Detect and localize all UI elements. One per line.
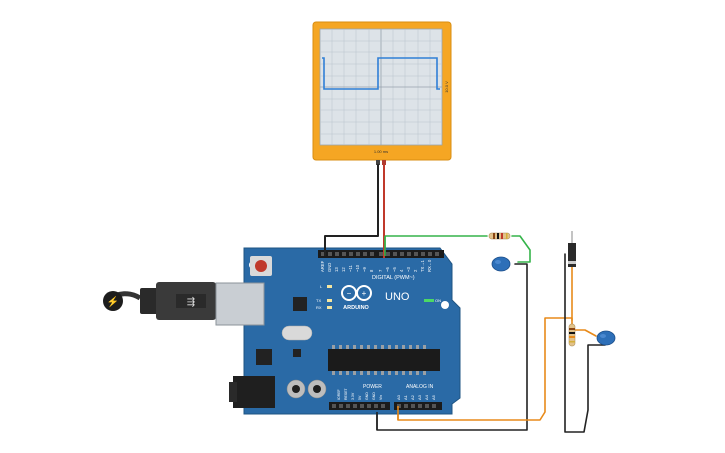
analog-header-label: ANALOG IN [406, 384, 434, 390]
wire-black-right-ground[interactable] [564, 253, 606, 433]
pin-label-vin: Vin [379, 395, 383, 400]
pin-label-11: ~11 [348, 265, 353, 272]
reset-button[interactable] [255, 260, 267, 272]
capacitor-2[interactable] [596, 330, 616, 346]
pin-label-8: 8 [369, 269, 374, 272]
pin-label-a5: A5 [431, 394, 436, 400]
time-per-div-label: 1.00 ms [374, 149, 388, 154]
power-plug-icon: ⚡ [107, 295, 119, 308]
on-led [424, 299, 434, 302]
pin-label-ioref: IOREF [337, 389, 341, 400]
wire-green-resistor-out[interactable] [511, 235, 531, 263]
led-label-rx: RX [316, 305, 322, 310]
minus-icon: − [347, 289, 352, 298]
oscilloscope[interactable]: 10.0 V 1.00 ms [312, 21, 452, 165]
usb-port [215, 282, 265, 326]
pin-label-a3: A3 [417, 394, 422, 400]
atmega-pins [332, 345, 426, 375]
power-jack [233, 376, 275, 408]
wire-endpoints [324, 165, 399, 430]
analog-pin-labels: A0 A1 A2 A3 A4 A5 [396, 394, 436, 400]
usb-cable[interactable]: ⚡ ⇶ [103, 282, 216, 320]
led-label-l: L [320, 284, 323, 289]
arduino-uno[interactable]: AREF GND 13 12 ~11 ~10 ~9 8 7 ~6 ~5 4 ~3… [215, 247, 461, 415]
pin-label-5v: 5V [358, 395, 362, 400]
pin-label-gnd1: GND [365, 392, 369, 400]
digital-header-pins [321, 252, 439, 256]
pin-label-9: ~9 [362, 267, 367, 272]
volts-per-div-label: 10.0 V [444, 81, 449, 93]
pin-label-tx1: TX→1 [420, 259, 425, 272]
pin-label-4: 4 [399, 269, 404, 272]
pin-label-6: ~6 [385, 267, 390, 272]
power-header-pins [332, 404, 385, 408]
pin-label-a1: A1 [403, 394, 408, 400]
pin-label-12: 12 [341, 267, 346, 272]
pin-label-gnd2: GND [372, 392, 376, 400]
power-pin-labels: IOREF RESET 3.3V 5V GND GND Vin [337, 387, 383, 400]
pin-label-3: ~3 [406, 267, 411, 272]
pin-label-a0: A0 [396, 394, 401, 400]
pin-label-rx0: RX←0 [427, 259, 432, 272]
analog-header-pins [397, 404, 436, 408]
mount-hole [441, 301, 449, 309]
pin-label-aref: AREF [320, 260, 325, 272]
diode[interactable] [568, 231, 576, 267]
voltage-regulator [256, 349, 272, 365]
resistor-2[interactable] [568, 323, 576, 347]
arduino-logo: − + ARDUINO [341, 285, 372, 311]
scope-probe-positive[interactable] [382, 160, 386, 165]
digital-header-label: DIGITAL (PWM~) [372, 275, 415, 281]
pin-label-5: ~5 [392, 267, 397, 272]
power-header-label: POWER [363, 384, 382, 390]
pin-label-3v3: 3.3V [351, 392, 355, 400]
pin-label-7: 7 [378, 269, 383, 272]
plus-icon: + [362, 289, 367, 298]
pin-label-gnd: GND [327, 263, 332, 272]
usb-icon: ⇶ [187, 296, 195, 308]
pin-label-13: 13 [334, 267, 339, 272]
pin-label-10: ~10 [355, 264, 360, 272]
wire-scope-ground[interactable] [324, 164, 379, 253]
usb-chip [293, 297, 307, 311]
small-chip [293, 349, 301, 357]
board-leds: L TX RX [316, 284, 332, 310]
led-label-tx: TX [316, 298, 321, 303]
atmega-chip [328, 349, 440, 371]
arduino-model: UNO [385, 291, 410, 303]
pin-label-2: 2 [413, 269, 418, 272]
pin-label-a4: A4 [424, 394, 429, 400]
scope-probe-negative[interactable] [376, 160, 380, 165]
power-header[interactable] [329, 402, 390, 410]
pin-label-reset: RESET [344, 387, 348, 400]
arduino-board [243, 247, 461, 415]
arduino-logo-text: ARDUINO [343, 305, 369, 311]
on-led-label: ON [435, 298, 441, 303]
oscilloscope-trace [322, 57, 440, 90]
wire-orange-cap2[interactable] [571, 329, 597, 337]
pin-label-a2: A2 [410, 394, 415, 400]
crystal [281, 325, 313, 341]
capacitor-1[interactable] [491, 256, 511, 272]
digital-pin-labels: AREF GND 13 12 ~11 ~10 ~9 8 7 ~6 ~5 4 ~3… [320, 259, 432, 272]
resistor-1[interactable] [488, 232, 511, 240]
usb-cable-end [103, 291, 123, 311]
oscilloscope-grid [320, 29, 442, 145]
